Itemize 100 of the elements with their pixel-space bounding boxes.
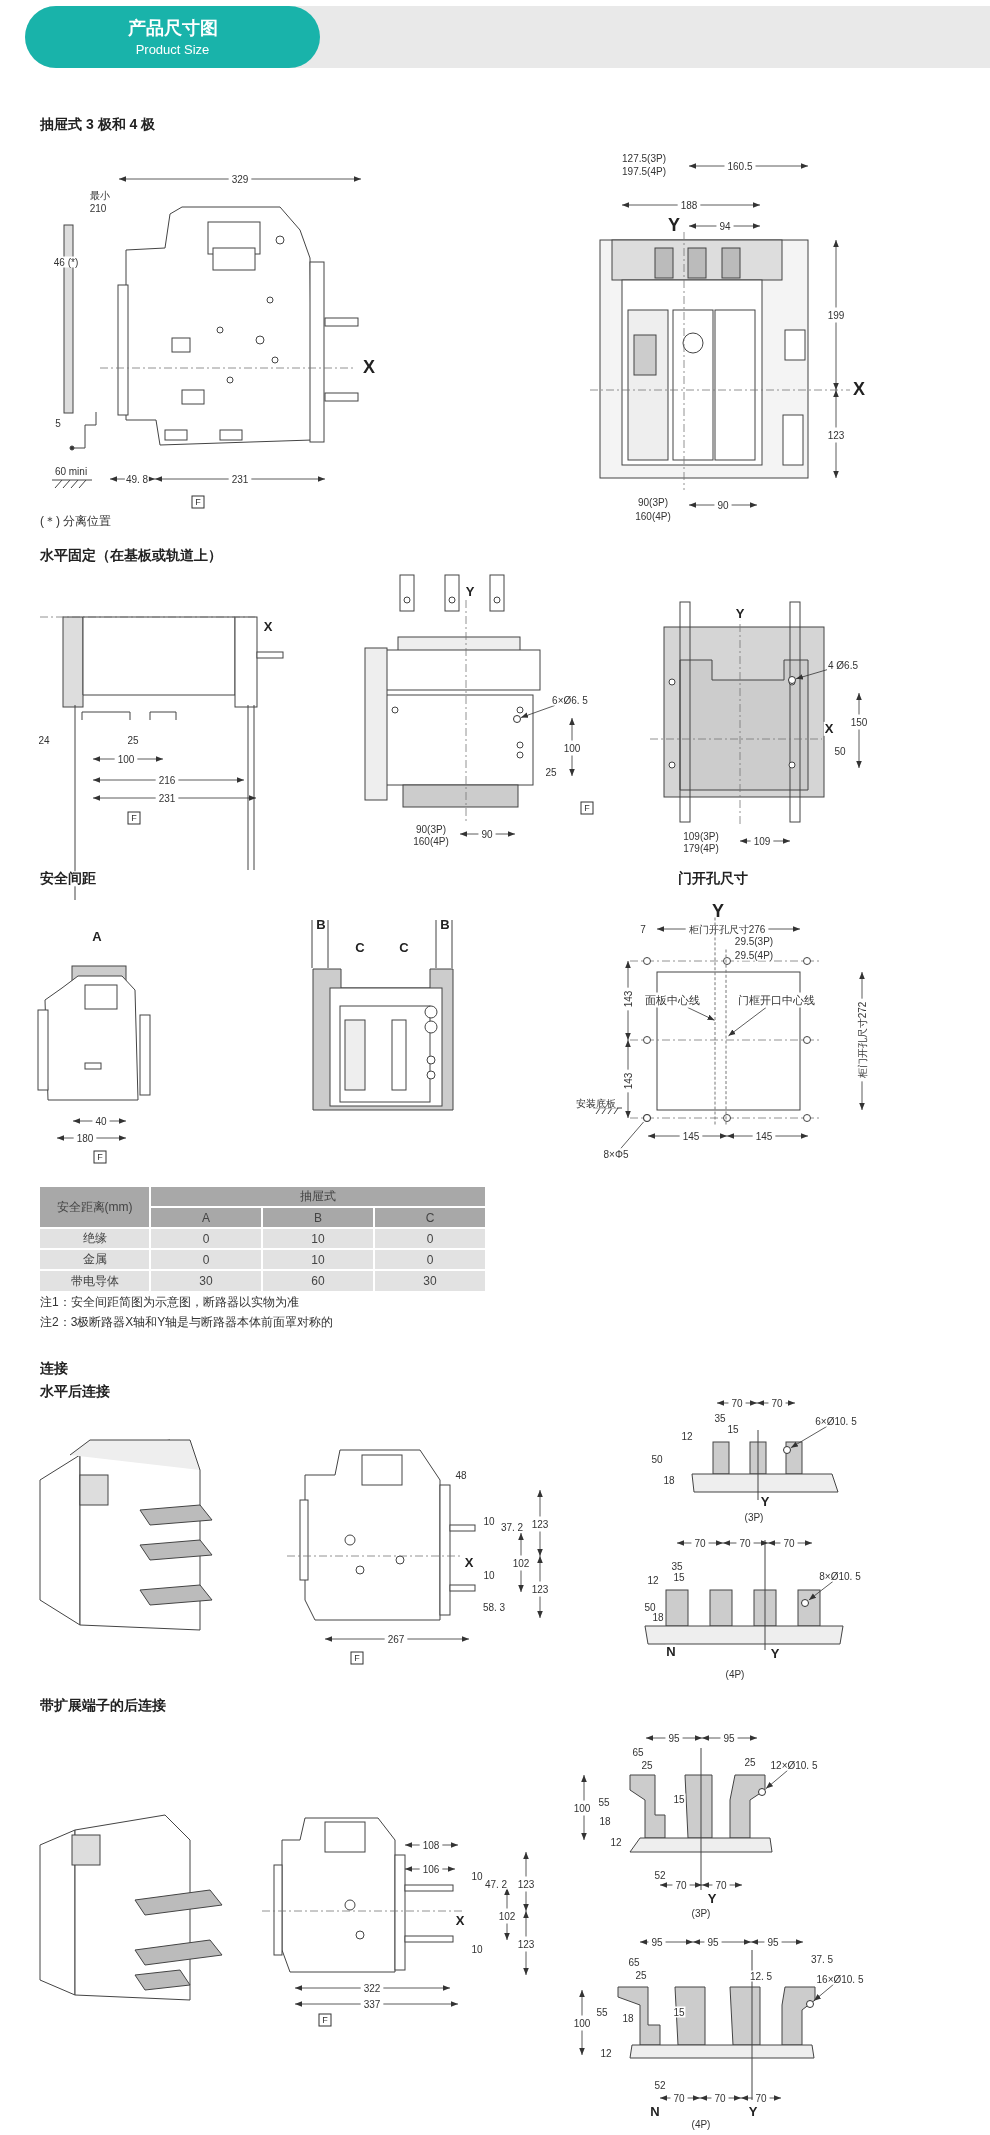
- dimension-label: (3P): [690, 1907, 712, 1919]
- dimension-label: 70: [738, 1537, 752, 1549]
- note-text: 注1：安全间距简图为示意图，断路器以实物为准: [39, 1296, 300, 1310]
- dimension-label: 145: [754, 1130, 774, 1142]
- dimension-label: 24: [37, 734, 51, 746]
- dimension-label: 102: [497, 1910, 517, 1922]
- callout-text: 8×Ø10. 5: [818, 1570, 862, 1582]
- table-cell: 30: [374, 1270, 486, 1292]
- dimension-label: 12: [599, 2047, 613, 2059]
- dimension-label: 90(3P): [637, 496, 669, 508]
- dimension-label: 52: [653, 2079, 667, 2091]
- dimension-label: 10: [482, 1515, 496, 1527]
- banner-subtitle: Product Size: [134, 42, 211, 57]
- dimension-label: 25: [640, 1759, 654, 1771]
- reference-box: F: [350, 1651, 364, 1665]
- dimension-label: 123: [826, 429, 846, 441]
- dimension-label: 95: [667, 1732, 681, 1744]
- mounting-hole: [788, 676, 796, 684]
- dimension-label: 50: [643, 1601, 657, 1613]
- table-cell: 30: [150, 1270, 262, 1292]
- dimension-label: 25: [544, 766, 558, 778]
- dimension-label: 12: [646, 1574, 660, 1586]
- mounting-hole: [801, 1599, 809, 1607]
- dimension-label: 145: [681, 1130, 701, 1142]
- banner-title: 产品尺寸图: [126, 17, 219, 40]
- dimension-label: 160(4P): [634, 510, 672, 522]
- dimension-label: 15: [672, 1571, 686, 1583]
- dimension-label: 18: [651, 1611, 665, 1623]
- section-heading: 带扩展端子的后连接: [39, 1698, 167, 1714]
- dimension-label: 100: [572, 2017, 592, 2029]
- mounting-hole: [643, 1114, 651, 1122]
- dimension-label: 10: [470, 1943, 484, 1955]
- dimension-label: 65: [627, 1956, 641, 1968]
- callout-text: 面板中心线: [643, 992, 701, 1008]
- dimension-label: 95: [766, 1936, 780, 1948]
- dimension-label: 100: [116, 753, 136, 765]
- reference-box: F: [127, 811, 141, 825]
- dimension-label: 29.5(3P): [733, 935, 775, 947]
- section-heading: 安全间距: [39, 871, 97, 887]
- dimension-label: 179(4P): [682, 842, 720, 854]
- dimension-label: 231: [230, 473, 250, 485]
- dimension-label: 最小: [89, 189, 111, 201]
- dimension-label: 安装底板: [575, 1097, 617, 1109]
- dimension-label: 12. 5: [748, 1970, 774, 1982]
- section-heading: 水平后连接: [39, 1384, 111, 1400]
- dimension-label: 231: [157, 792, 177, 804]
- dimension-label: 109: [752, 835, 772, 847]
- table-cell: 绝缘: [39, 1228, 150, 1249]
- dimension-label: 160.5: [726, 160, 754, 172]
- callout-text: 6×Ø10. 5: [814, 1415, 858, 1427]
- dimension-label: 199: [826, 309, 846, 321]
- dimension-label: 123: [530, 1583, 550, 1595]
- mounting-hole: [806, 2000, 814, 2008]
- mounting-hole: [758, 1788, 766, 1796]
- table-cell: 带电导体: [39, 1270, 150, 1292]
- dimension-label: 47. 2: [483, 1878, 509, 1890]
- leader-line: [620, 1121, 644, 1149]
- dimension-label: 70: [672, 2092, 686, 2104]
- dimension-label: 48: [454, 1469, 468, 1481]
- reference-box: F: [93, 1150, 107, 1164]
- dimension-label: (3P): [743, 1511, 765, 1523]
- dimension-label: 5: [54, 417, 62, 429]
- table-cell: 0: [150, 1249, 262, 1270]
- dimension-label: 55: [597, 1796, 611, 1808]
- dimension-label: 58. 3: [481, 1601, 507, 1613]
- section-heading: 门开孔尺寸: [677, 871, 749, 887]
- dimension-label: 15: [672, 2006, 686, 2018]
- callout-text: 12×Ø10. 5: [769, 1759, 819, 1771]
- dimension-label: 35: [713, 1412, 727, 1424]
- dimension-label: 柜门开孔尺寸272: [856, 1000, 868, 1080]
- dimension-label: 123: [516, 1878, 536, 1890]
- dimension-label: 210: [88, 202, 108, 214]
- dimension-label: 37. 2: [499, 1521, 525, 1533]
- dimension-label: 95: [650, 1936, 664, 1948]
- dimension-label: 100: [562, 742, 582, 754]
- dimension-label: 150: [849, 716, 869, 728]
- dimension-label: 35: [670, 1560, 684, 1572]
- dimension-label: 90(3P): [415, 823, 447, 835]
- callout-text: 16×Ø10. 5: [815, 1973, 865, 1985]
- dimension-label: 18: [598, 1815, 612, 1827]
- dimension-label: 37. 5: [809, 1953, 835, 1965]
- dimension-label: 102: [511, 1557, 531, 1569]
- dimension-label: 29.5(4P): [733, 949, 775, 961]
- dimension-label: 15: [672, 1793, 686, 1805]
- callout-text: 4 Ø6.5: [827, 659, 859, 671]
- axis-label: Y: [734, 606, 746, 622]
- dimension-label: 55: [595, 2006, 609, 2018]
- note-text: 注2：3极断路器X轴和Y轴是与断路器本体前面罩对称的: [39, 1316, 335, 1330]
- reference-box: F: [580, 801, 594, 815]
- dimension-label: 40: [94, 1115, 108, 1127]
- header-cell: A: [150, 1207, 262, 1228]
- table-cell: 10: [262, 1249, 374, 1270]
- dimension-label: 180: [75, 1132, 95, 1144]
- header-cell: C: [374, 1207, 486, 1228]
- dimension-label: 25: [126, 734, 140, 746]
- dimension-label: 12: [680, 1430, 694, 1442]
- section-heading: 连接: [39, 1361, 69, 1377]
- dimension-label: 160(4P): [412, 835, 450, 847]
- dimension-label: 50: [833, 745, 847, 757]
- reference-box: F: [191, 495, 205, 509]
